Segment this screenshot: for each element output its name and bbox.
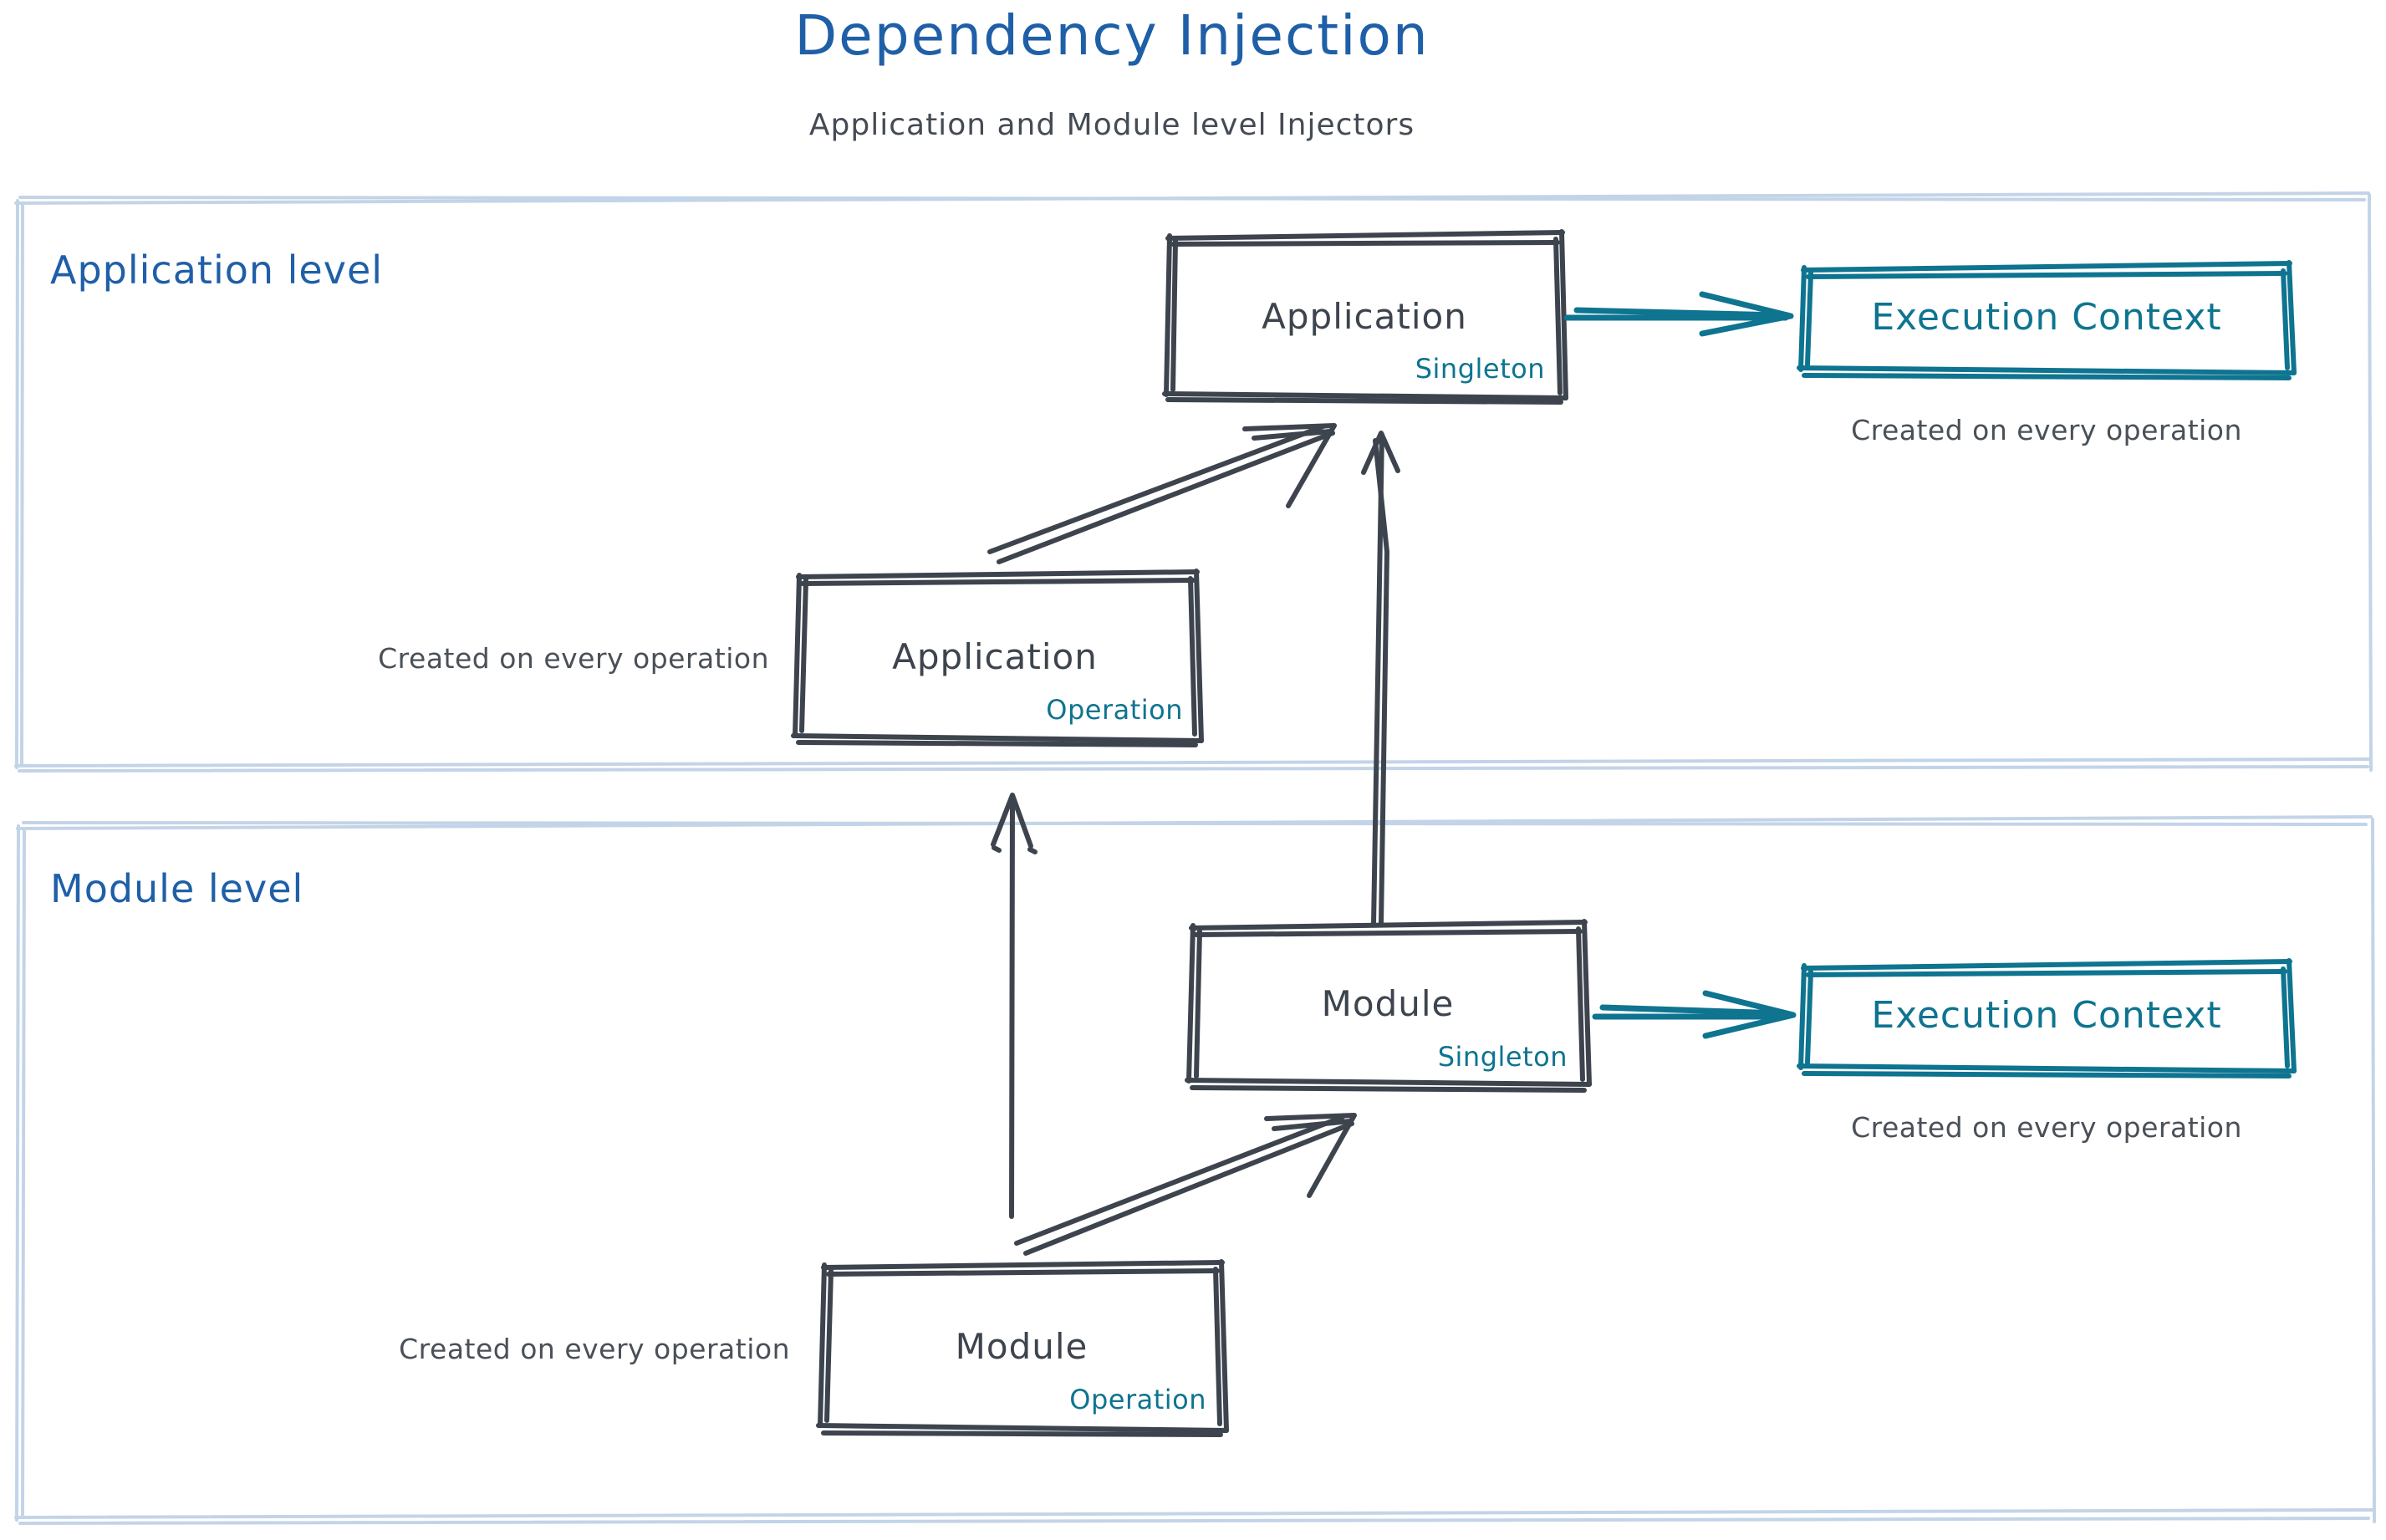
panel-frame-module-level bbox=[14, 815, 2376, 1525]
panel-label-module-level: Module level bbox=[50, 866, 304, 911]
node-application-operation-shape bbox=[791, 569, 1204, 747]
node-module-execution-context-title[interactable]: Execution Context bbox=[1871, 994, 2222, 1037]
node-module-execution-context-shape bbox=[1797, 958, 2297, 1079]
node-module-operation-scope: Operation bbox=[1069, 1384, 1206, 1415]
node-module-singleton-scope: Singleton bbox=[1437, 1041, 1568, 1073]
node-application-operation-title[interactable]: Application bbox=[892, 636, 1098, 677]
node-application-operation-scope: Operation bbox=[1046, 694, 1183, 726]
node-application-singleton-title[interactable]: Application bbox=[1262, 296, 1467, 337]
node-application-singleton-scope: Singleton bbox=[1415, 353, 1545, 385]
page-subtitle: Application and Module level Injectors bbox=[808, 108, 1415, 142]
edge-module-to-execution-context bbox=[1592, 990, 1797, 1039]
edge-module-singleton-to-application-singleton bbox=[1361, 431, 1400, 927]
note-module-execution-context: Created on every operation bbox=[1851, 1111, 2242, 1144]
node-application-execution-context-shape bbox=[1797, 260, 2297, 380]
note-module-operation: Created on every operation bbox=[399, 1333, 790, 1365]
node-module-operation-title[interactable]: Module bbox=[955, 1326, 1088, 1367]
edge-module-operation-to-singleton bbox=[1014, 1113, 1357, 1256]
edge-application-to-execution-context bbox=[1563, 291, 1794, 337]
node-module-singleton-shape bbox=[1185, 919, 1592, 1093]
page-title: Dependency Injection bbox=[794, 3, 1430, 68]
edge-module-operation-to-application-operation bbox=[991, 793, 1038, 1219]
node-application-execution-context-title[interactable]: Execution Context bbox=[1871, 296, 2222, 339]
panel-label-application-level: Application level bbox=[50, 247, 384, 293]
node-module-singleton-title[interactable]: Module bbox=[1321, 983, 1455, 1024]
node-application-singleton-shape bbox=[1162, 229, 1568, 405]
note-application-operation: Created on every operation bbox=[378, 642, 769, 675]
note-application-execution-context: Created on every operation bbox=[1851, 414, 2242, 446]
node-module-operation-shape bbox=[816, 1259, 1229, 1437]
panel-frame-application-level bbox=[14, 191, 2373, 773]
edge-application-operation-to-singleton bbox=[987, 423, 1337, 564]
